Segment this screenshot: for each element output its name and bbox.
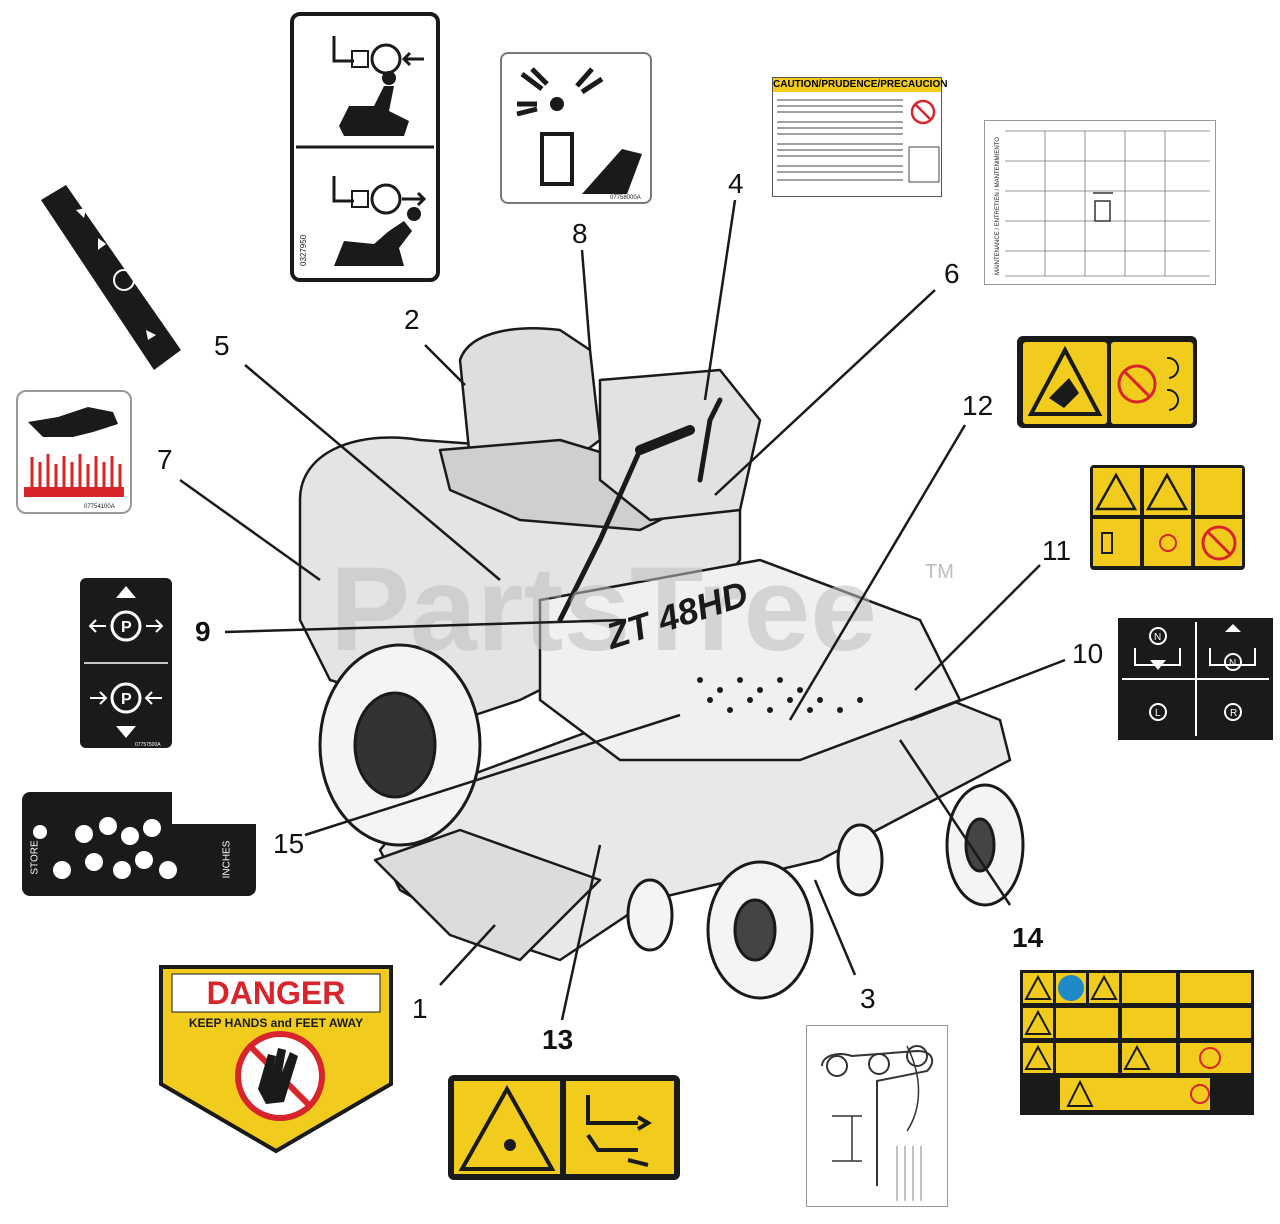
decal-hot-surface: 07754100A	[16, 390, 132, 514]
callout-1: 1	[412, 993, 428, 1024]
leader-9	[224, 618, 626, 634]
svg-text:P: P	[121, 619, 132, 636]
caution-heading: CAUTION/PRUDENCE/PRECAUCION	[773, 78, 948, 92]
anti-scalp-wheel-2	[836, 823, 884, 897]
lever-left	[557, 447, 643, 623]
leader-13	[560, 844, 602, 1021]
hand-icon	[258, 1048, 298, 1104]
decal-discharge	[448, 1075, 680, 1180]
callout-8: 8	[572, 218, 588, 249]
svg-text:L: L	[1155, 708, 1161, 719]
decal-parking-brake: P P 07757500A	[80, 578, 172, 748]
decal-belt-routing	[806, 1025, 948, 1207]
svg-text:R: R	[1230, 708, 1237, 719]
seat-back	[458, 327, 602, 472]
leader-15	[304, 713, 681, 837]
leader-10	[909, 658, 1066, 722]
rear-wheel-hub	[353, 691, 437, 799]
callout-14: 14	[1012, 922, 1044, 953]
throttle-icon: 0327950	[296, 36, 434, 266]
decal-maintenance: MAINTENANCE / ENTRETIEN / MANTENIMIENTO	[984, 120, 1216, 285]
callout-5: 5	[214, 330, 230, 361]
callout-11: 11	[1042, 535, 1072, 566]
leader-6	[714, 289, 936, 496]
danger-title: DANGER	[206, 975, 346, 1011]
svg-text:07754100A: 07754100A	[84, 504, 115, 510]
callout-10: 10	[1072, 638, 1104, 669]
callout-6: 6	[944, 258, 960, 289]
callout-13: 13	[542, 1024, 574, 1055]
watermark-tm: TM	[925, 561, 954, 583]
callout-15: 15	[273, 828, 305, 859]
warning-triangle-icon	[1094, 472, 1189, 511]
callout-4: 4	[728, 168, 744, 199]
decal-cutting-height: STORE INCHES	[22, 790, 262, 896]
no-hand-icon	[1117, 364, 1157, 404]
burn-hand-icon	[28, 407, 118, 437]
blade-warning-icon	[1027, 345, 1103, 416]
discharge-warning-icon	[458, 1084, 556, 1171]
leader-1	[439, 924, 496, 986]
leader-4	[703, 199, 737, 401]
leader-2	[424, 344, 466, 386]
decal-hand-hazard: 07758000A	[500, 52, 652, 204]
front-caster-left-hub	[733, 898, 777, 962]
belt-diagram-icon	[821, 1045, 934, 1201]
lever-right	[697, 397, 723, 483]
svg-text:N: N	[1154, 632, 1161, 643]
svg-text:N: N	[1229, 658, 1236, 669]
decal-six-panel	[1090, 465, 1245, 570]
operator-standing-icon	[334, 221, 412, 266]
leader-5	[244, 364, 501, 581]
decal-danger: DANGER KEEP HANDS and FEET AWAY	[158, 964, 394, 1154]
decal-blade-hazard	[1017, 336, 1197, 428]
svg-text:07757500A: 07757500A	[135, 742, 161, 748]
danger-subtitle: KEEP HANDS and FEET AWAY	[188, 1016, 364, 1030]
leader-11	[914, 564, 1041, 691]
leader-12	[788, 424, 967, 721]
callout-7: 7	[157, 444, 173, 475]
hand-entanglement-icon: 07758000A	[516, 67, 642, 201]
svg-text:07758000A: 07758000A	[610, 195, 641, 201]
decal-diagonal-strip: 0000400	[36, 180, 186, 380]
decal-caution-fuel: CAUTION/PRUDENCE/PRECAUCION	[772, 77, 948, 197]
watermark: PartsTree	[330, 542, 877, 676]
leader-7	[179, 478, 321, 582]
no-smoking-icon	[910, 99, 936, 125]
svg-text:0327950: 0327950	[299, 234, 308, 266]
fuel-tank	[598, 368, 762, 522]
foot-plate	[373, 828, 602, 962]
callout-2: 2	[404, 304, 420, 335]
svg-text:0000400: 0000400	[160, 366, 180, 372]
decal-motion-control: N N L R	[1118, 618, 1273, 740]
anti-scalp-wheel	[626, 878, 674, 952]
callout-12: 12	[962, 390, 994, 421]
callout-3: 3	[860, 983, 876, 1014]
front-caster-right-hub	[964, 817, 996, 873]
maintenance-title: MAINTENANCE / ENTRETIEN / MANTENIMIENTO	[995, 137, 1001, 275]
leader-3	[813, 879, 857, 976]
decal-safety-multi	[1020, 970, 1254, 1115]
svg-text:P: P	[121, 691, 132, 708]
operator-seated-icon	[339, 86, 409, 136]
leader-14	[898, 739, 1012, 906]
decal-throttle: 0327950	[290, 12, 440, 282]
leader-8	[580, 249, 592, 351]
callout-9: 9	[195, 616, 211, 647]
